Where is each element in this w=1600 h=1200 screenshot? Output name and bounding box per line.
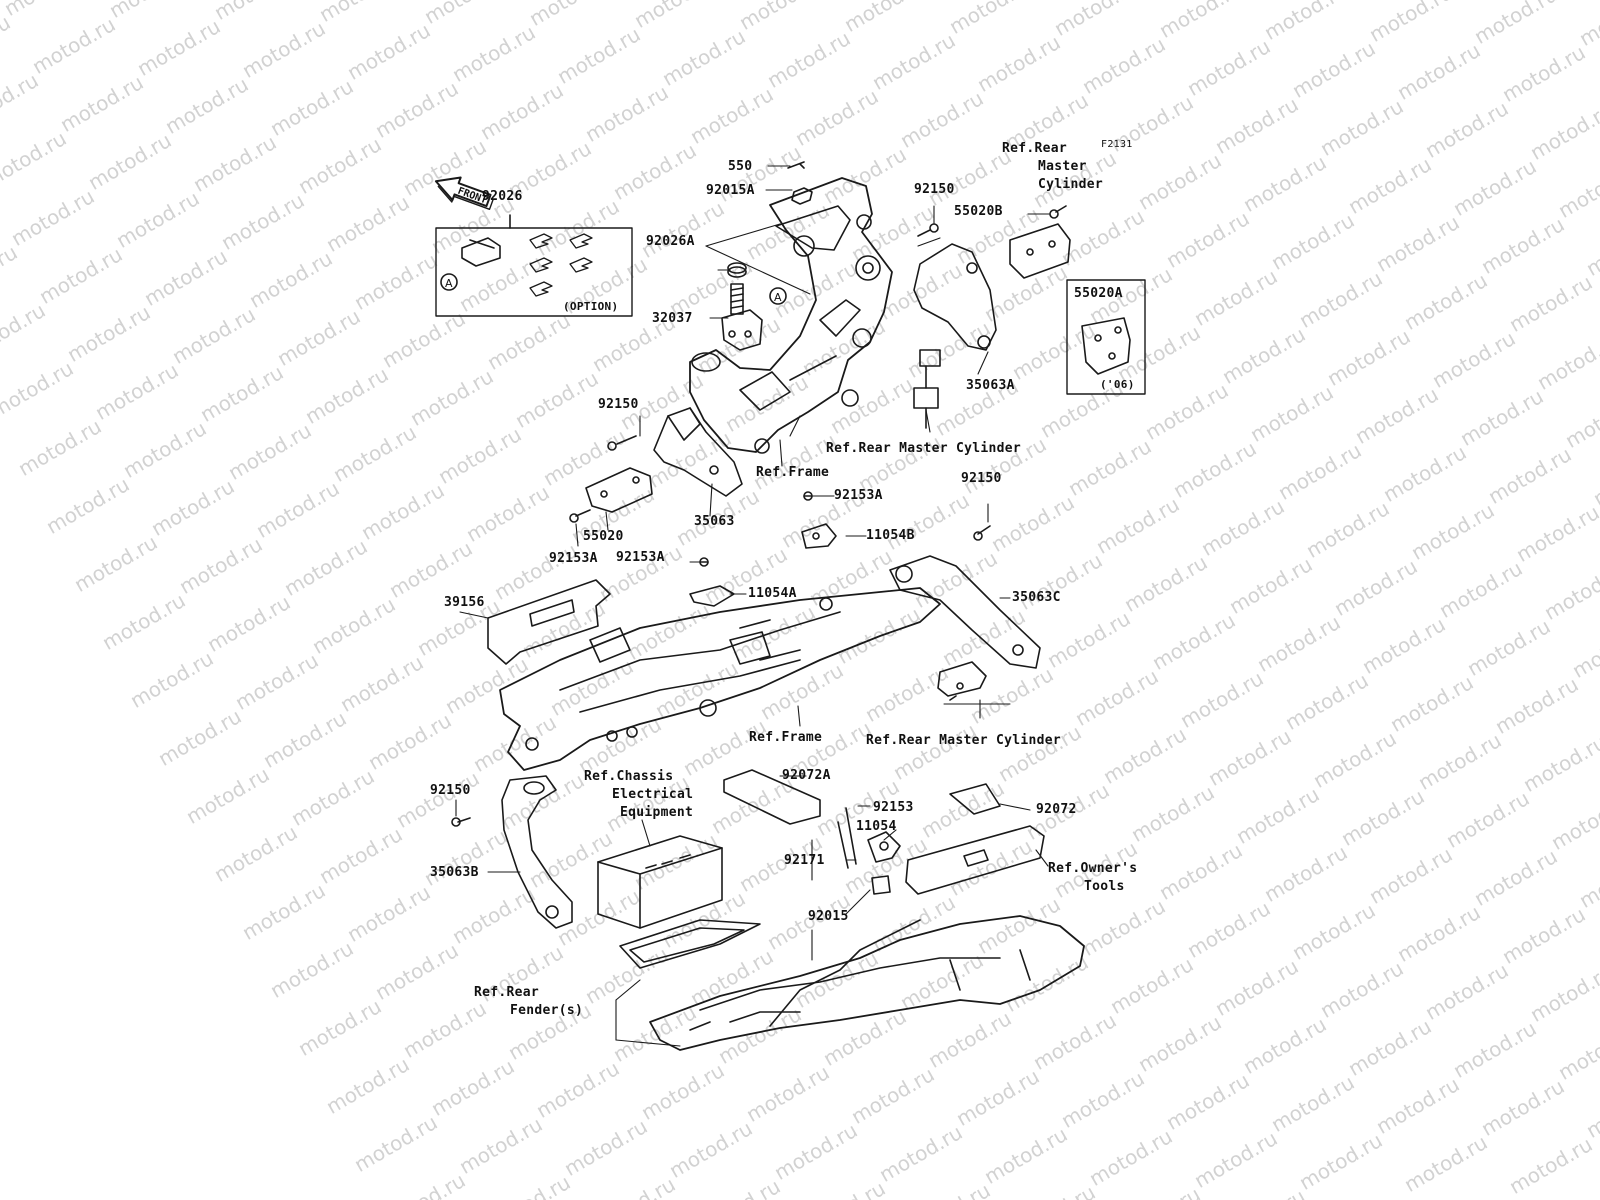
part-35063C: 35063C	[1012, 590, 1061, 605]
tool-kit	[905, 825, 1045, 895]
ref-rear-master-cylinder-top: Ref.Rear Master Cylinder	[1002, 140, 1122, 194]
ref-line: Ref.Rear	[474, 985, 540, 1000]
ref-line: Ref.Rear	[1002, 141, 1068, 156]
part-55020A: 55020A	[1074, 286, 1123, 301]
part-32037: 32037	[652, 311, 693, 326]
part-55020B: 55020B	[954, 204, 1003, 219]
part-92015: 92015	[808, 909, 849, 924]
marker-a-label: A	[445, 277, 453, 290]
option-label: (OPTION)	[563, 300, 619, 313]
ref-rear-master-cylinder-mid: Ref.Rear Master Cylinder	[826, 441, 1022, 456]
part-35063: 35063	[694, 514, 735, 529]
part-92153A-left: 92153A	[549, 551, 598, 566]
ref-frame-top: Ref.Frame	[756, 465, 830, 480]
part-92072A: 92072A	[782, 768, 831, 783]
option-shim-box: A	[435, 214, 633, 317]
part-92026: 92026	[482, 189, 523, 204]
rear-bracket-right	[889, 525, 1041, 701]
part-92153: 92153	[873, 800, 914, 815]
ref-rear-master-cylinder-low: Ref.Rear Master Cylinder	[866, 733, 1062, 748]
part-92150-low: 92150	[430, 783, 471, 798]
part-92153A-top: 92153A	[834, 488, 883, 503]
ref-line: Cylinder	[1038, 177, 1104, 192]
part-35063A: 35063A	[966, 378, 1015, 393]
ref-line: Ref.Chassis	[584, 769, 674, 784]
part-55020: 55020	[583, 529, 624, 544]
part-39156: 39156	[444, 595, 485, 610]
ref-line: Tools	[1084, 879, 1125, 894]
part-11054A: 11054A	[748, 586, 797, 601]
part-92150-top: 92150	[914, 182, 955, 197]
rear-fender	[649, 915, 1085, 1051]
ref-line: Ref.Owner's	[1048, 861, 1138, 876]
part-11054: 11054	[856, 819, 897, 834]
ref-line: Equipment	[620, 805, 694, 820]
small-brackets	[689, 491, 837, 607]
part-92171: 92171	[784, 853, 825, 868]
part-92153A-mid: 92153A	[616, 550, 665, 565]
option-plate-box	[1066, 279, 1146, 395]
pivot-pin-assembly: A	[721, 161, 813, 351]
left-footpeg-bracket	[569, 407, 743, 523]
ref-owners-tools: Ref.Owner's Tools	[1048, 860, 1137, 896]
ref-frame-mid: Ref.Frame	[749, 730, 823, 745]
part-11054B: 11054B	[866, 528, 915, 543]
ref-rear-fender: Ref.Rear Fender(s)	[474, 984, 583, 1020]
battery-assembly	[597, 769, 821, 969]
lower-subframe	[499, 587, 941, 771]
marker-a-label-2: A	[774, 291, 782, 304]
leader-lines	[455, 147, 1051, 1047]
ref-line: Fender(s)	[510, 1003, 584, 1018]
upper-frame-casting	[689, 177, 893, 454]
part-92150-left: 92150	[598, 397, 639, 412]
frame-pad	[487, 579, 611, 665]
ref-line: Electrical	[612, 787, 694, 802]
ref-chassis-electrical: Ref.Chassis Electrical Equipment	[584, 768, 693, 822]
part-92150-right: 92150	[961, 471, 1002, 486]
part-550: 550	[728, 159, 753, 174]
year-label: ('06)	[1100, 378, 1135, 391]
rear-bracket-left	[451, 775, 573, 929]
part-92015A: 92015A	[706, 183, 755, 198]
part-35063B: 35063B	[430, 865, 479, 880]
part-92072: 92072	[1036, 802, 1077, 817]
figure-code: F2131	[1101, 139, 1133, 150]
part-92026A: 92026A	[646, 234, 695, 249]
ref-line: Master	[1038, 159, 1087, 174]
